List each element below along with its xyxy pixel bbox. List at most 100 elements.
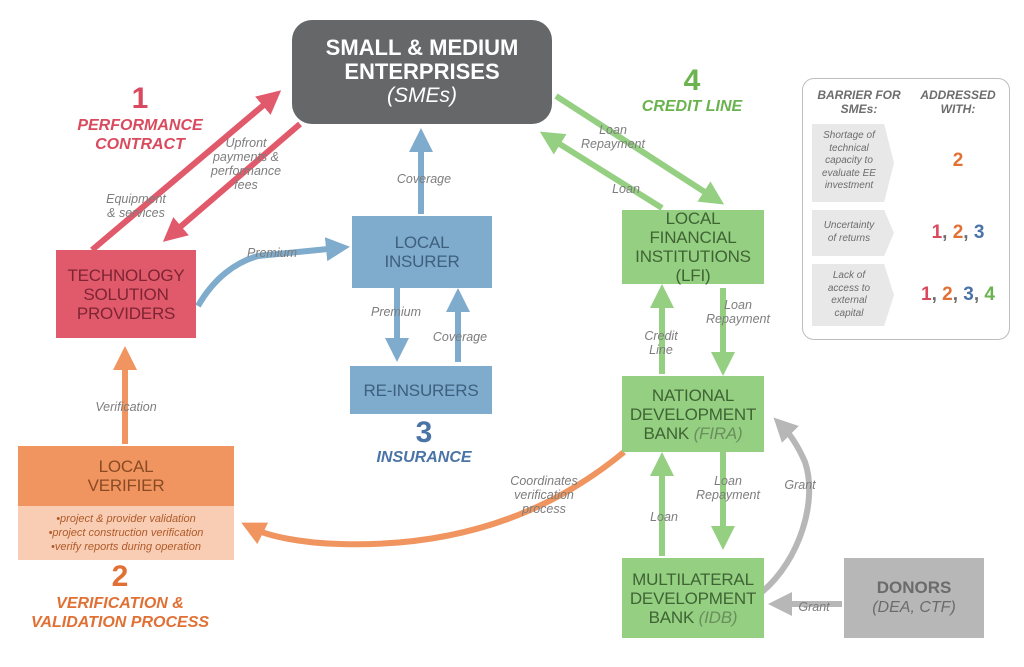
- legend-row3-text: capital: [834, 307, 864, 319]
- label-lrl-line2: Repayment: [696, 488, 760, 502]
- mechanism-4-number: 4: [683, 64, 701, 97]
- legend-row1-text: technical: [829, 142, 869, 154]
- technology-solution-providers-box: TECHNOLOGY SOLUTION PROVIDERS: [56, 250, 196, 338]
- legend-row1-addressed: 2: [910, 150, 1006, 172]
- national-development-bank-box: NATIONAL DEVELOPMENT BANK (FIRA): [622, 376, 764, 452]
- legend-number: 1: [931, 222, 943, 243]
- legend-row2-text: Uncertainty: [823, 220, 875, 231]
- legend-row3-text: Lack of: [832, 270, 866, 281]
- verifier-task: •project construction verification: [48, 527, 204, 539]
- label-loan-low: Loan: [650, 510, 678, 524]
- mdb-line3-italic: (IDB): [698, 607, 738, 627]
- legend-row2-text: of returns: [827, 232, 871, 244]
- mechanism-2-number: 2: [111, 560, 129, 593]
- arrow-loan-repayment-top: [554, 93, 725, 205]
- multilateral-development-bank-box: MULTILATERAL DEVELOPMENT BANK (IDB): [622, 558, 764, 638]
- legend-row3-text: external: [831, 295, 867, 306]
- legend-barrier-text: Shortage of technical capacity to evalua…: [812, 130, 886, 193]
- re-insurers-box: RE-INSURERS: [350, 366, 492, 414]
- insurer-line2: INSURER: [384, 252, 460, 271]
- legend-number: 2: [952, 150, 964, 171]
- smes-line2: ENTERPRISES: [344, 59, 500, 84]
- legend-number: 4: [984, 284, 995, 305]
- legend-row1-text: Shortage of: [823, 130, 875, 141]
- label-equipment-services: Equipment & services: [96, 192, 176, 220]
- label-credit-line1: Credit: [644, 329, 678, 343]
- lfi-line1: LOCAL: [665, 209, 721, 228]
- tsp-line2: SOLUTION: [83, 284, 169, 304]
- mdb-line2: DEVELOPMENT: [629, 588, 757, 608]
- label-loan-repayment-low: Loan Repayment: [688, 474, 768, 502]
- ndb-line3-wrap: BANK (FIRA): [644, 424, 743, 443]
- tsp-line1: TECHNOLOGY: [67, 265, 185, 285]
- legend-barrier-text: Lack of access to external capital: [812, 270, 886, 320]
- verifier-line2: VERIFIER: [87, 476, 165, 495]
- legend-header-barrier: BARRIER FOR SMEs:: [810, 88, 908, 116]
- mechanism-1-line2: CONTRACT: [95, 136, 185, 153]
- label-lrt-line2: Repayment: [581, 137, 645, 151]
- mechanism-4-label: CREDIT LINE: [641, 98, 743, 115]
- label-upfront-payments: Upfront payments & performance fees: [206, 136, 286, 192]
- legend-row1-text: evaluate EE: [822, 167, 876, 179]
- mdb-line3-wrap: BANK (IDB): [649, 608, 738, 627]
- label-upfront-line1: Upfront: [225, 136, 267, 150]
- label-upfront-line3: performance: [210, 164, 282, 178]
- arrow-coordinates: [241, 449, 626, 548]
- label-upfront-line4: fees: [234, 178, 258, 192]
- legend-number: 1: [921, 284, 932, 305]
- legend-row3-addressed: 1, 2, 3, 4: [921, 284, 995, 305]
- legend-number: 2: [952, 222, 964, 243]
- arrow-grant-curve: [760, 417, 813, 595]
- ndb-line3-italic: (FIRA): [693, 423, 743, 443]
- label-loan-repayment-top: Loan Repayment: [578, 123, 648, 151]
- verifier-task: •verify reports during operation: [51, 541, 201, 553]
- label-verification: Verification: [95, 400, 157, 414]
- legend-header-barrier-line2: SMEs:: [840, 102, 878, 116]
- local-verifier-tasks: •project & provider validation •project …: [18, 506, 234, 560]
- legend-barrier-text: Uncertainty of returns: [812, 220, 886, 245]
- legend-row1-text: investment: [824, 180, 874, 191]
- label-equipment-line1: Equipment: [106, 192, 166, 206]
- arrow-upfront-payments: [162, 121, 302, 242]
- legend-barrier-shape: [812, 210, 894, 256]
- legend-row2-addressed: 1, 2, 3: [931, 222, 985, 243]
- label-coord-line3: process: [522, 502, 566, 516]
- label-credit-line: Credit Line: [636, 329, 686, 357]
- mechanism-2-line1: VERIFICATION &: [56, 595, 184, 612]
- legend-barrier-shape: [812, 264, 894, 326]
- mechanism-1-label: PERFORMANCE CONTRACT: [60, 116, 220, 154]
- label-upfront-line2: payments &: [212, 150, 279, 164]
- lfi-line3: INSTITUTIONS (LFI): [635, 247, 751, 285]
- insurer-line1: LOCAL: [394, 233, 450, 252]
- label-grant-donor: Grant: [798, 600, 830, 614]
- legend-number: 3: [973, 222, 985, 243]
- local-financial-institutions-box: LOCAL FINANCIAL INSTITUTIONS (LFI): [622, 209, 764, 285]
- mechanism-3-label: INSURANCE: [376, 449, 472, 466]
- label-coord-line2: verification: [514, 488, 574, 502]
- label-coverage-top: Coverage: [396, 172, 452, 186]
- label-credit-line2: Line: [649, 343, 673, 357]
- label-loan-top: Loan: [612, 182, 640, 196]
- legend-header-addressed: ADDRESSED WITH:: [910, 88, 1006, 116]
- donors-line2: (DEA, CTF): [872, 599, 956, 616]
- label-coordinates-verification: Coordinates verification process: [504, 474, 584, 516]
- ndb-line3: BANK: [643, 423, 690, 443]
- arrow-equipment: [90, 90, 282, 253]
- donors-box: DONORS (DEA, CTF): [844, 558, 984, 638]
- label-coord-line1: Coordinates: [510, 474, 578, 488]
- legend-row3-text: access to: [827, 282, 871, 294]
- legend-barrier-shape: [812, 124, 894, 202]
- label-lrm-line1: Loan: [724, 298, 752, 312]
- local-insurer-box: LOCAL INSURER: [352, 216, 492, 288]
- smes-line1: SMALL & MEDIUM: [325, 35, 519, 60]
- legend-header-addressed-line2: WITH:: [940, 102, 976, 116]
- legend-number: 3: [963, 284, 974, 305]
- mechanism-1-number: 1: [131, 82, 149, 115]
- ndb-line1: NATIONAL: [651, 385, 735, 405]
- mechanism-1-line1: PERFORMANCE: [77, 117, 203, 134]
- smes-line3: (SMEs): [387, 84, 457, 107]
- label-premium-mid: Premium: [370, 305, 421, 319]
- verifier-line1: LOCAL: [98, 457, 154, 476]
- label-loan-repayment-mid: Loan Repayment: [700, 298, 776, 326]
